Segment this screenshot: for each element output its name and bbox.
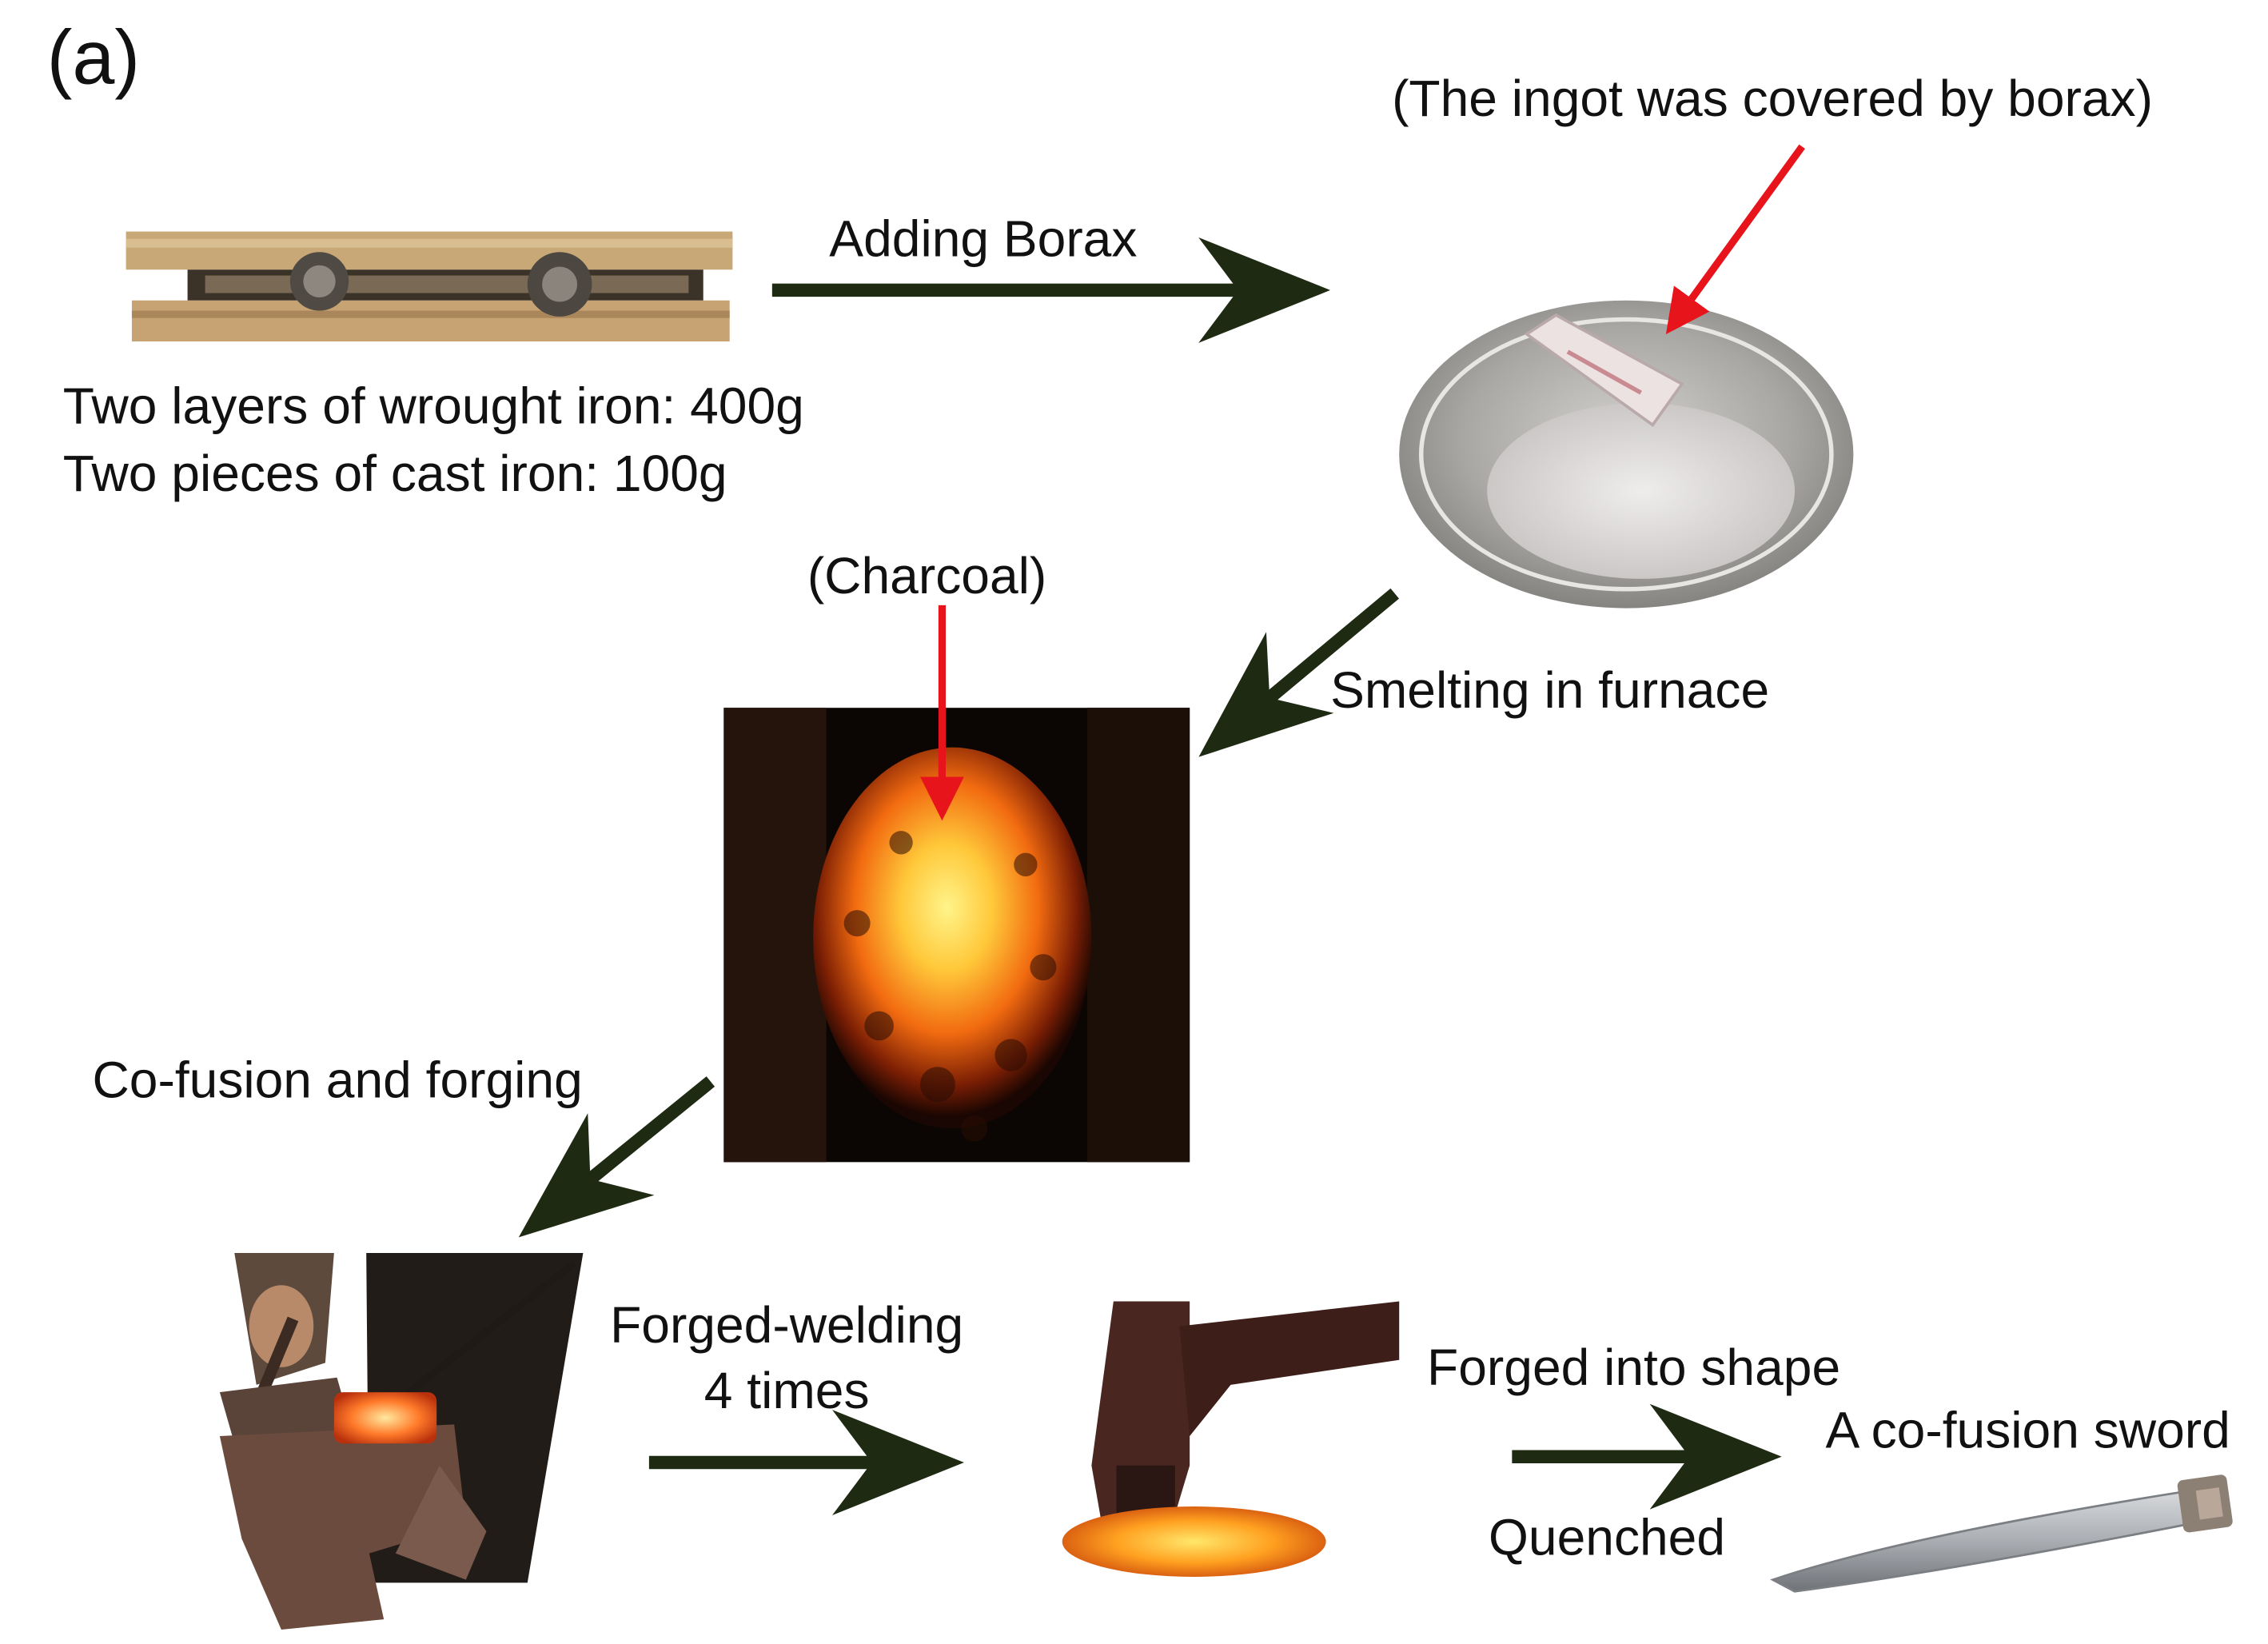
panel-label: (a) (46, 16, 141, 102)
forged-welding-label-line-1: Forged-welding (610, 1296, 964, 1355)
smelting-label: Smelting in furnace (1330, 662, 1770, 720)
co-fusion-arrow (518, 1076, 715, 1238)
borax-pointer-arrow (1665, 144, 1805, 334)
co-fusion-label: Co-fusion and forging (92, 1051, 583, 1110)
forged-welding-label-line-2: 4 times (704, 1363, 870, 1420)
materials-caption-line-2: Two pieces of cast iron: 100g (62, 445, 727, 503)
sword-caption: A co-fusion sword (1825, 1402, 2230, 1460)
adding-borax-label: Adding Borax (829, 210, 1138, 269)
charcoal-annotation: (Charcoal) (807, 548, 1047, 605)
forged-into-shape-label: Forged into shape (1427, 1339, 1841, 1397)
borax-annotation: (The ingot was covered by borax) (1392, 70, 2154, 128)
smelting-arrow (1198, 588, 1400, 757)
materials-caption-line-1: Two layers of wrought iron: 400g (62, 377, 804, 436)
quenched-label: Quenched (1489, 1509, 1726, 1567)
